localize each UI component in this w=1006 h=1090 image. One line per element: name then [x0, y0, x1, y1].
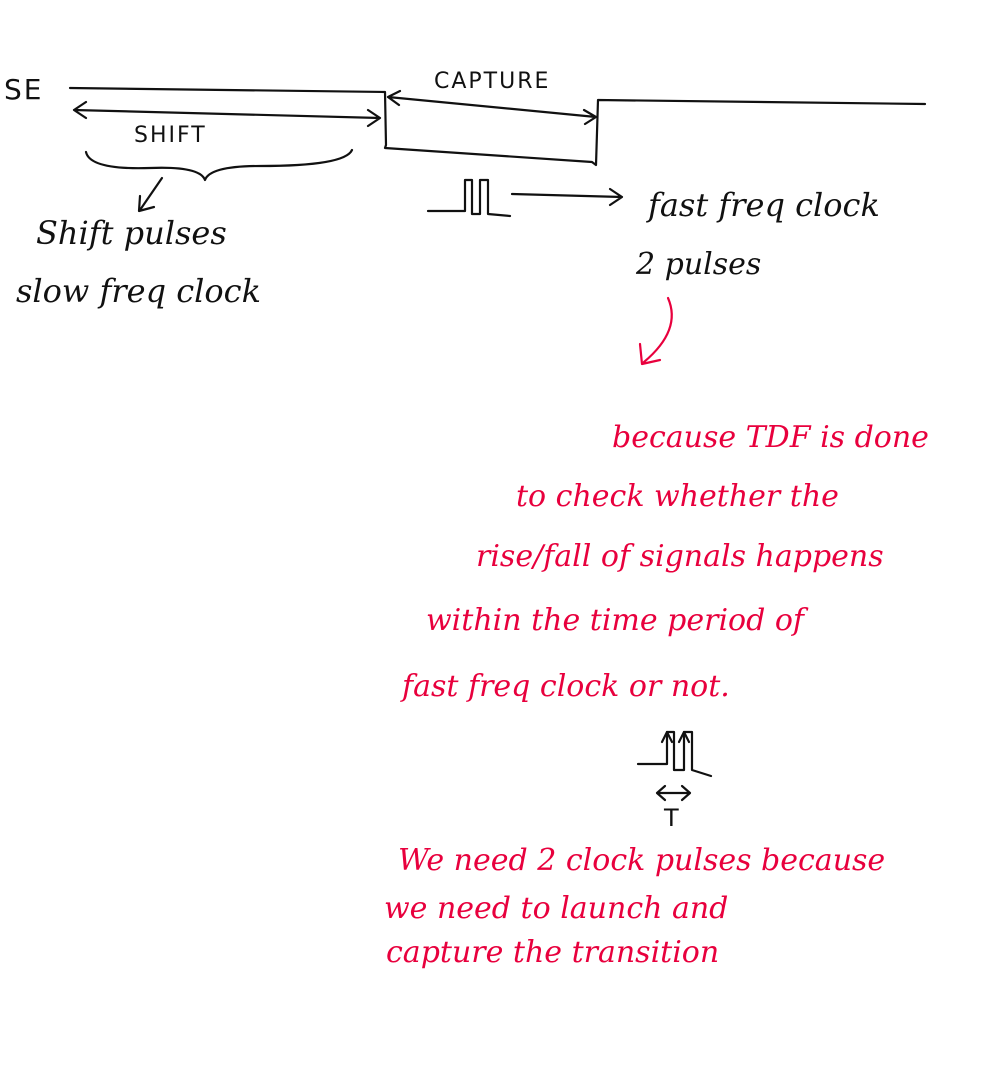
shift-label: SHIFT: [134, 123, 207, 148]
shift-note-line1: Shift pulses: [36, 214, 227, 252]
shift-arrow: [72, 100, 382, 128]
period-clock-waveform: [636, 730, 713, 778]
period-sketch: T: [636, 730, 713, 832]
se-waveform: SE: [4, 73, 927, 167]
shift-note-line2: slow freq clock: [16, 272, 261, 310]
reason-arrow: [638, 296, 673, 366]
se-label: SE: [4, 73, 43, 106]
period-rise-arrows: [660, 730, 691, 744]
shift-span: SHIFT: [72, 100, 382, 213]
capture-span: CAPTURE: [386, 69, 598, 126]
se-signal-line: [68, 86, 927, 167]
conclusion-line3: capture the transition: [386, 935, 719, 970]
reason-line1: because TDF is done: [612, 420, 929, 455]
shift-note: Shift pulses slow freq clock: [16, 214, 261, 310]
shift-note-arrow: [137, 176, 164, 213]
reason-line3: rise/fall of signals happens: [476, 539, 884, 574]
fast-clock-arrow: [510, 187, 624, 207]
reason-line2: to check whether the: [516, 479, 839, 514]
capture-note-line1: fast freq clock: [646, 186, 880, 224]
fast-clock-pulses: fast freq clock 2 pulses: [426, 178, 880, 282]
capture-label: CAPTURE: [434, 69, 550, 94]
reason-block: because TDF is done to check whether the…: [400, 296, 929, 704]
conclusion-line2: we need to launch and: [384, 891, 728, 926]
conclusion-line1: We need 2 clock pulses because: [398, 843, 885, 878]
period-arrow: [655, 784, 692, 802]
conclusion-block: We need 2 clock pulses because we need t…: [384, 843, 885, 970]
fast-clock-waveform: [426, 178, 512, 218]
period-label: T: [663, 804, 681, 832]
capture-note-line2: 2 pulses: [635, 247, 761, 282]
shift-brace: [84, 148, 354, 182]
capture-arrow: [386, 89, 598, 126]
reason-line5: fast freq clock or not.: [400, 669, 730, 704]
reason-line4: within the time period of: [426, 603, 809, 638]
